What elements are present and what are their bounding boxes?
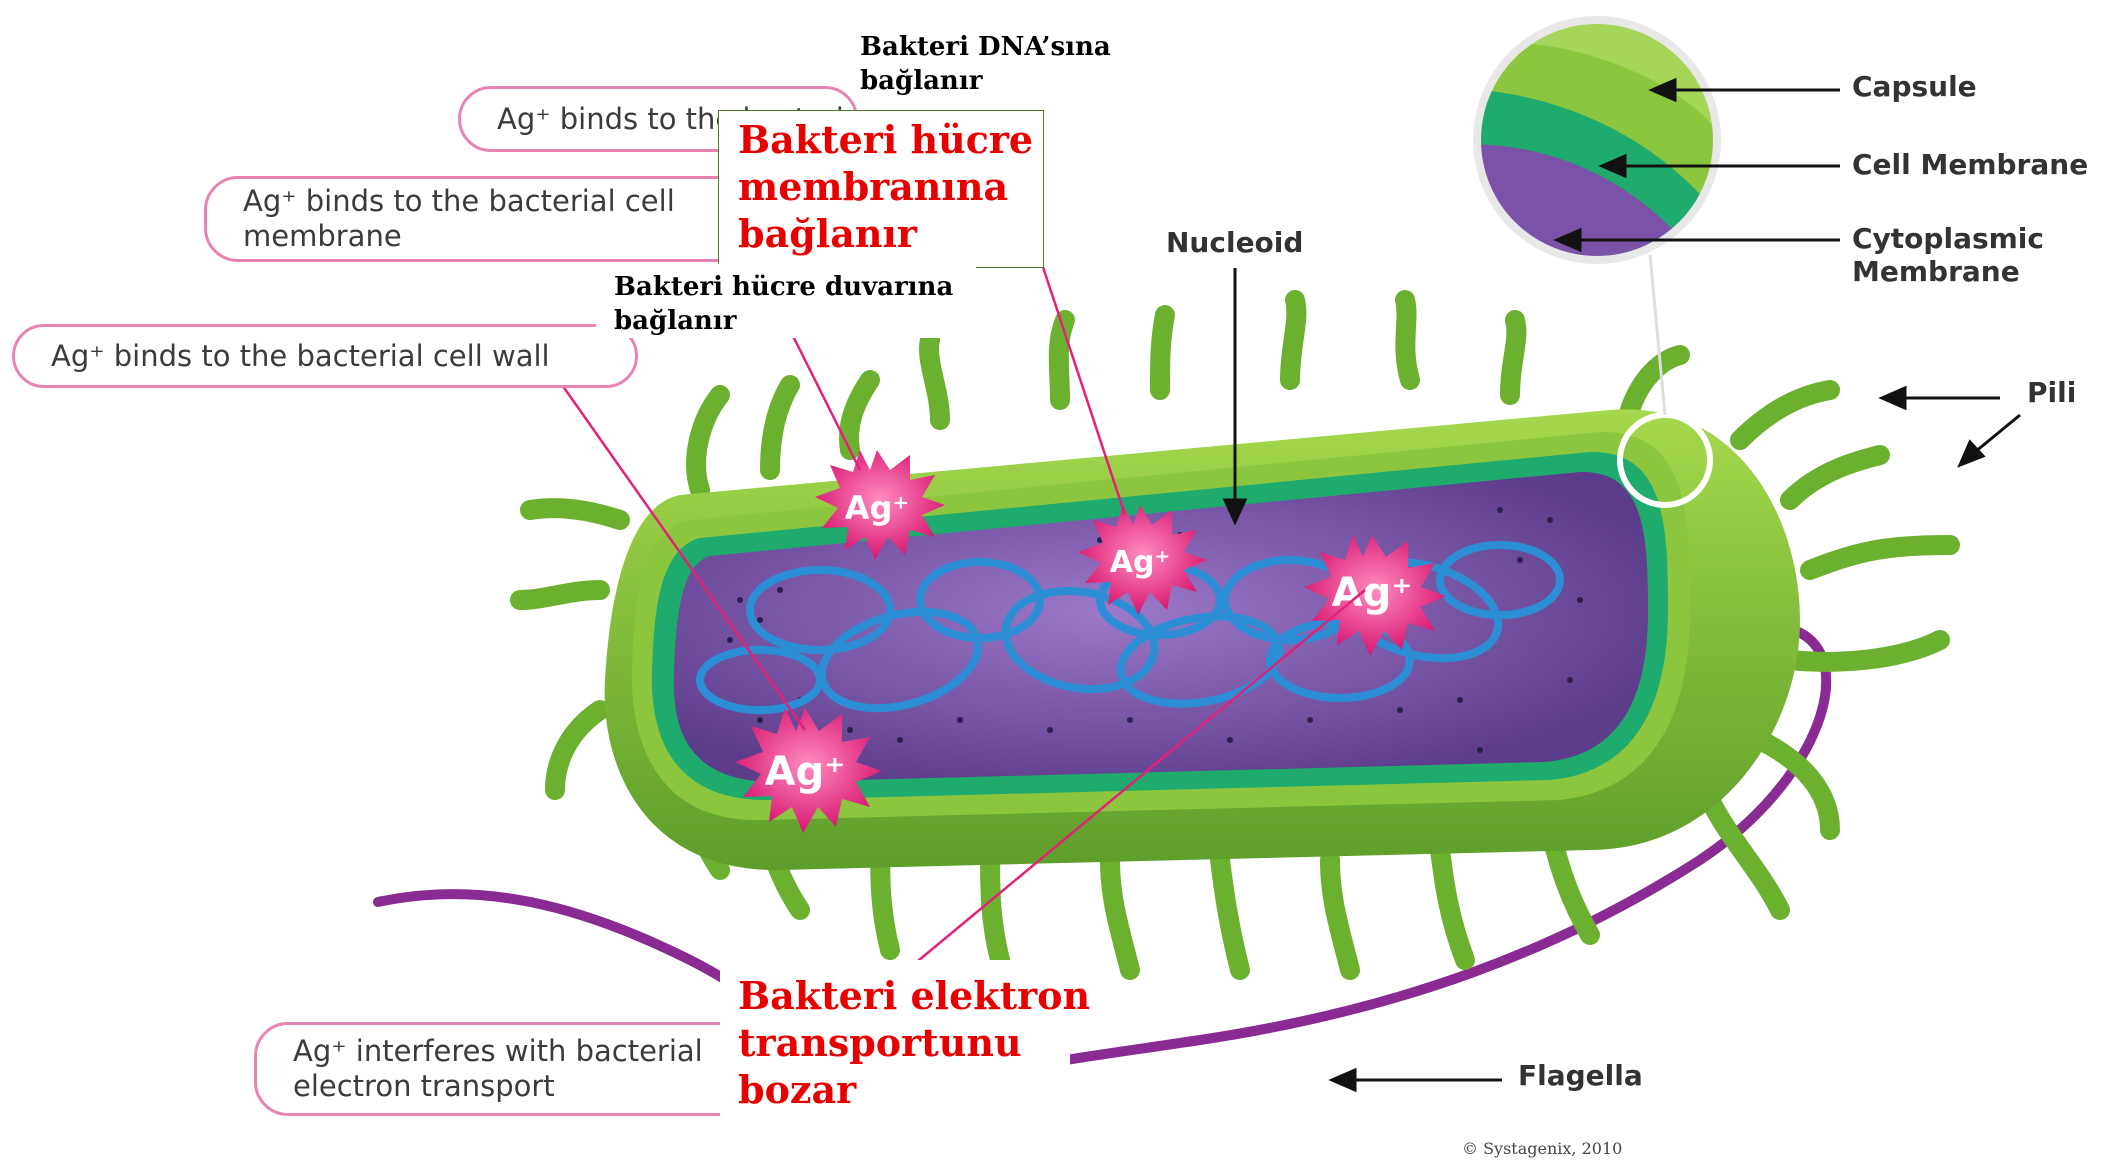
label-flagella: Flagella [1518,1059,1643,1092]
label-nucleoid: Nucleoid [1166,226,1303,259]
callout-membrane-line1: Ag⁺ binds to the bacterial cell [243,184,675,219]
turkish-membrane-line3: bağlanır [738,210,1033,257]
callout-wall-text: Ag⁺ binds to the bacterial cell wall [51,339,550,374]
turkish-dna-line2: bağlanır [860,64,1111,98]
turkish-wall-label: Bakteri hücre duvarına bağlanır [614,270,953,338]
label-cytoplasmic-membrane: Cytoplasmic Membrane [1852,222,2044,288]
label-capsule: Capsule [1852,70,1977,103]
turkish-wall-line1: Bakteri hücre duvarına [614,270,953,304]
turkish-electron-line3: bozar [738,1066,1090,1113]
ag-ion-label: Ag⁺ [765,749,846,795]
turkish-electron-line2: transportunu [738,1019,1090,1066]
turkish-membrane-label: Bakteri hücre membranına bağlanır [738,116,1033,257]
turkish-wall-line2: bağlanır [614,304,953,338]
callout-electron-line1: Ag⁺ interferes with bacterial [293,1034,703,1069]
label-pili: Pili [2027,376,2076,409]
ag-ion-label: Ag⁺ [845,489,910,527]
ag-ion-label: Ag⁺ [1110,545,1171,580]
turkish-dna-label: Bakteri DNA’sına bağlanır [860,30,1111,98]
turkish-membrane-line1: Bakteri hücre [738,116,1033,163]
callout-membrane-line2: membrane [243,219,675,254]
turkish-electron-line1: Bakteri elektron [738,972,1090,1019]
turkish-membrane-line2: membranına [738,163,1033,210]
callout-electron-text: Ag⁺ interferes with bacterial electron t… [293,1034,703,1104]
callout-electron-line2: electron transport [293,1069,703,1104]
copyright: © Systagenix, 2010 [1462,1139,1622,1158]
callout-wall: Ag⁺ binds to the bacterial cell wall [12,324,638,388]
turkish-dna-line1: Bakteri DNA’sına [860,30,1111,64]
label-cytoplasmic-line2: Membrane [1852,255,2044,288]
callout-membrane-text: Ag⁺ binds to the bacterial cell membrane [243,184,675,254]
turkish-electron-label: Bakteri elektron transportunu bozar [738,972,1090,1113]
label-cytoplasmic-line1: Cytoplasmic [1852,222,2044,255]
label-cell-membrane: Cell Membrane [1852,148,2088,181]
callout-membrane: Ag⁺ binds to the bacterial cell membrane [204,176,804,262]
